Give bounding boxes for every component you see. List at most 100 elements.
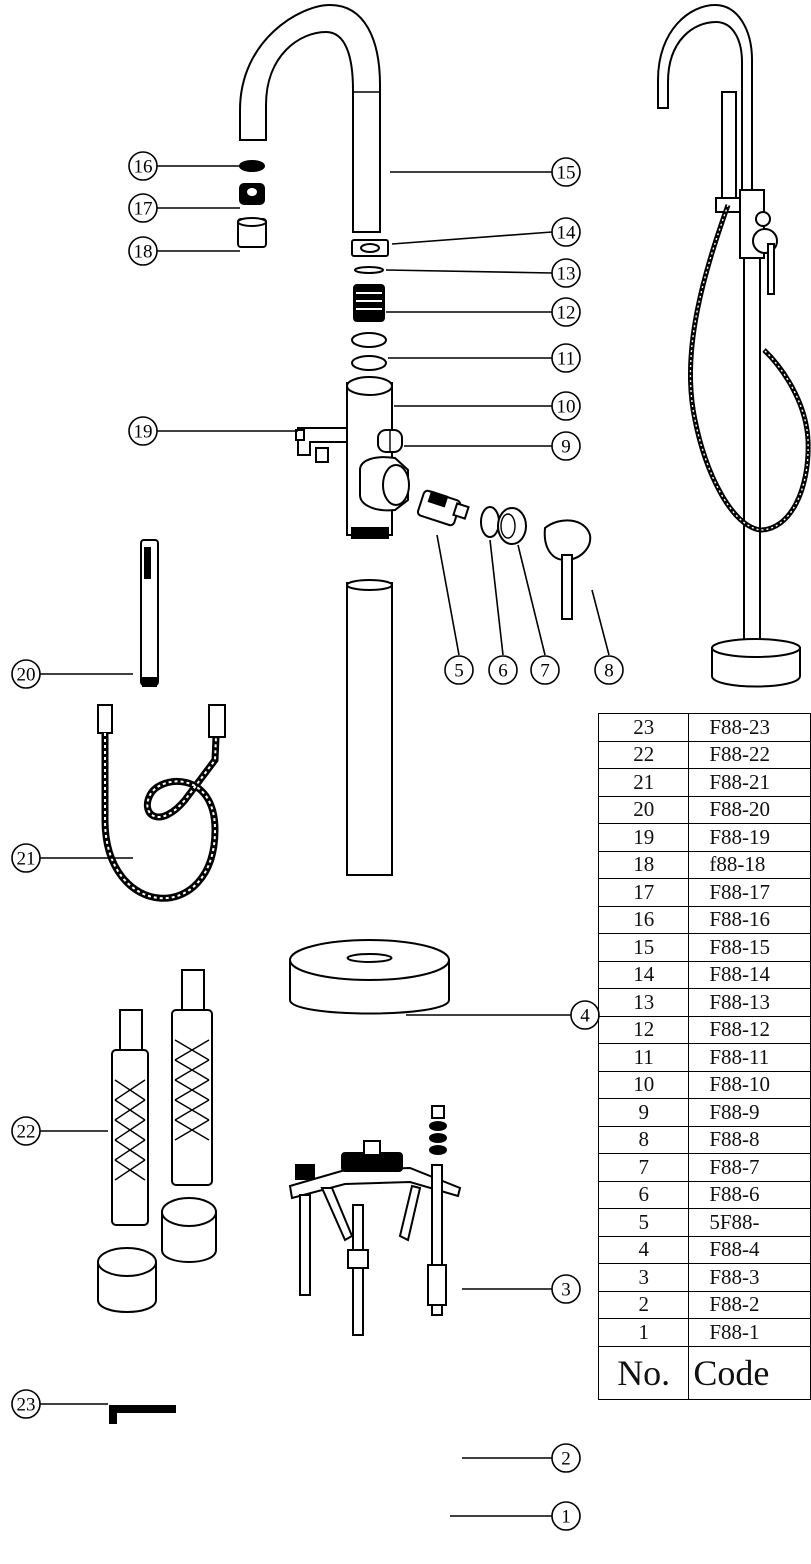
part-code-cell: F88-23 — [688, 713, 811, 742]
callout-label: 14 — [557, 223, 577, 244]
callout-label: 19 — [134, 422, 153, 443]
lock-nut-part — [480, 506, 500, 538]
callout-label: 18 — [134, 242, 153, 263]
aerator-ring-part — [239, 160, 265, 172]
part-number-cell: 20 — [597, 795, 690, 824]
callout-10: 10 — [551, 391, 581, 421]
hand-shower-part — [140, 539, 159, 687]
part-code-cell: f88-18 — [688, 850, 811, 879]
part-code-cell: F88-12 — [688, 1015, 811, 1044]
part-number-cell: 22 — [597, 740, 690, 769]
part-number-cell: 13 — [597, 988, 690, 1017]
part-code-cell: F88-15 — [688, 933, 811, 962]
part-number-cell: 15 — [597, 933, 690, 962]
part-number-cell: 23 — [597, 713, 690, 742]
callout-label: 7 — [540, 661, 550, 682]
callout-14: 14 — [551, 217, 581, 247]
assembled-faucet-view — [657, 3, 811, 688]
callout-5: 5 — [444, 655, 474, 685]
part-number-cell: 7 — [597, 1153, 690, 1182]
part-code-cell: F88-16 — [688, 905, 811, 934]
callout-23: 23 — [11, 1389, 41, 1419]
part-code-cell: F88-7 — [688, 1153, 811, 1182]
callout-label: 11 — [557, 349, 575, 370]
callout-20: 20 — [11, 659, 41, 689]
callout-16: 16 — [128, 151, 158, 181]
part-number-cell: 14 — [597, 960, 690, 989]
callout-label: 12 — [557, 303, 576, 324]
callout-label: 20 — [17, 665, 36, 686]
callout-label: 3 — [561, 1280, 571, 1301]
threaded-connector-part — [353, 284, 385, 322]
callout-label: 9 — [561, 437, 571, 458]
part-code-cell: F88-10 — [688, 1070, 811, 1099]
part-number-cell: 16 — [597, 905, 690, 934]
callout-label: 5 — [454, 661, 464, 682]
part-number-cell: 5 — [597, 1208, 690, 1237]
callout-22: 22 — [11, 1116, 41, 1146]
diverter-knob-part — [377, 429, 403, 453]
part-code-cell: F88-17 — [688, 878, 811, 907]
callout-label: 16 — [134, 157, 153, 178]
callout-label: 17 — [134, 199, 153, 220]
callout-label: 22 — [17, 1122, 36, 1143]
part-code-cell: F88-1 — [688, 1318, 811, 1347]
part-number-cell: 18 — [597, 850, 690, 879]
part-number-cell: 9 — [597, 1098, 690, 1127]
part-code-cell: F88-14 — [688, 960, 811, 989]
leader-lines — [40, 165, 610, 1517]
callout-7: 7 — [530, 655, 560, 685]
part-code-cell: F88-4 — [688, 1235, 811, 1264]
part-code-cell: F88-20 — [688, 795, 811, 824]
part-code-cell: F88-11 — [688, 1043, 811, 1072]
part-code-cell: F88-9 — [688, 1098, 811, 1127]
callout-2: 2 — [551, 1443, 581, 1473]
callout-label: 10 — [557, 397, 576, 418]
callout-18: 18 — [128, 236, 158, 266]
callout-9: 9 — [551, 431, 581, 461]
part-code-cell: F88-21 — [688, 768, 811, 797]
callout-label: 23 — [17, 1395, 36, 1416]
parts-table-header-row: No. Code — [597, 1345, 811, 1400]
callout-label: 15 — [557, 163, 576, 184]
no-column-header: No. — [597, 1345, 690, 1400]
lever-handle-part — [543, 519, 592, 620]
callout-12: 12 — [551, 297, 581, 327]
part-number-cell: 11 — [597, 1043, 690, 1072]
bonnet-part — [497, 507, 527, 545]
callout-label: 21 — [17, 849, 36, 870]
callout-4: 4 — [570, 1000, 600, 1030]
part-number-cell: 2 — [597, 1290, 690, 1319]
shower-hose-part — [97, 704, 226, 902]
aerator-housing-part — [237, 217, 267, 248]
part-number-cell: 12 — [597, 1015, 690, 1044]
part-number-cell: 1 — [597, 1318, 690, 1347]
part-code-cell: F88-8 — [688, 1125, 811, 1154]
part-number-cell: 6 — [597, 1180, 690, 1209]
part-number-cell: 3 — [597, 1263, 690, 1292]
spout-part — [239, 3, 381, 233]
callout-17: 17 — [128, 193, 158, 223]
handshower-holder-part — [295, 427, 348, 463]
callout-21: 21 — [11, 843, 41, 873]
hex-key-part — [109, 1405, 176, 1424]
part-number-cell: 19 — [597, 823, 690, 852]
part-code-cell: F88-22 — [688, 740, 811, 769]
